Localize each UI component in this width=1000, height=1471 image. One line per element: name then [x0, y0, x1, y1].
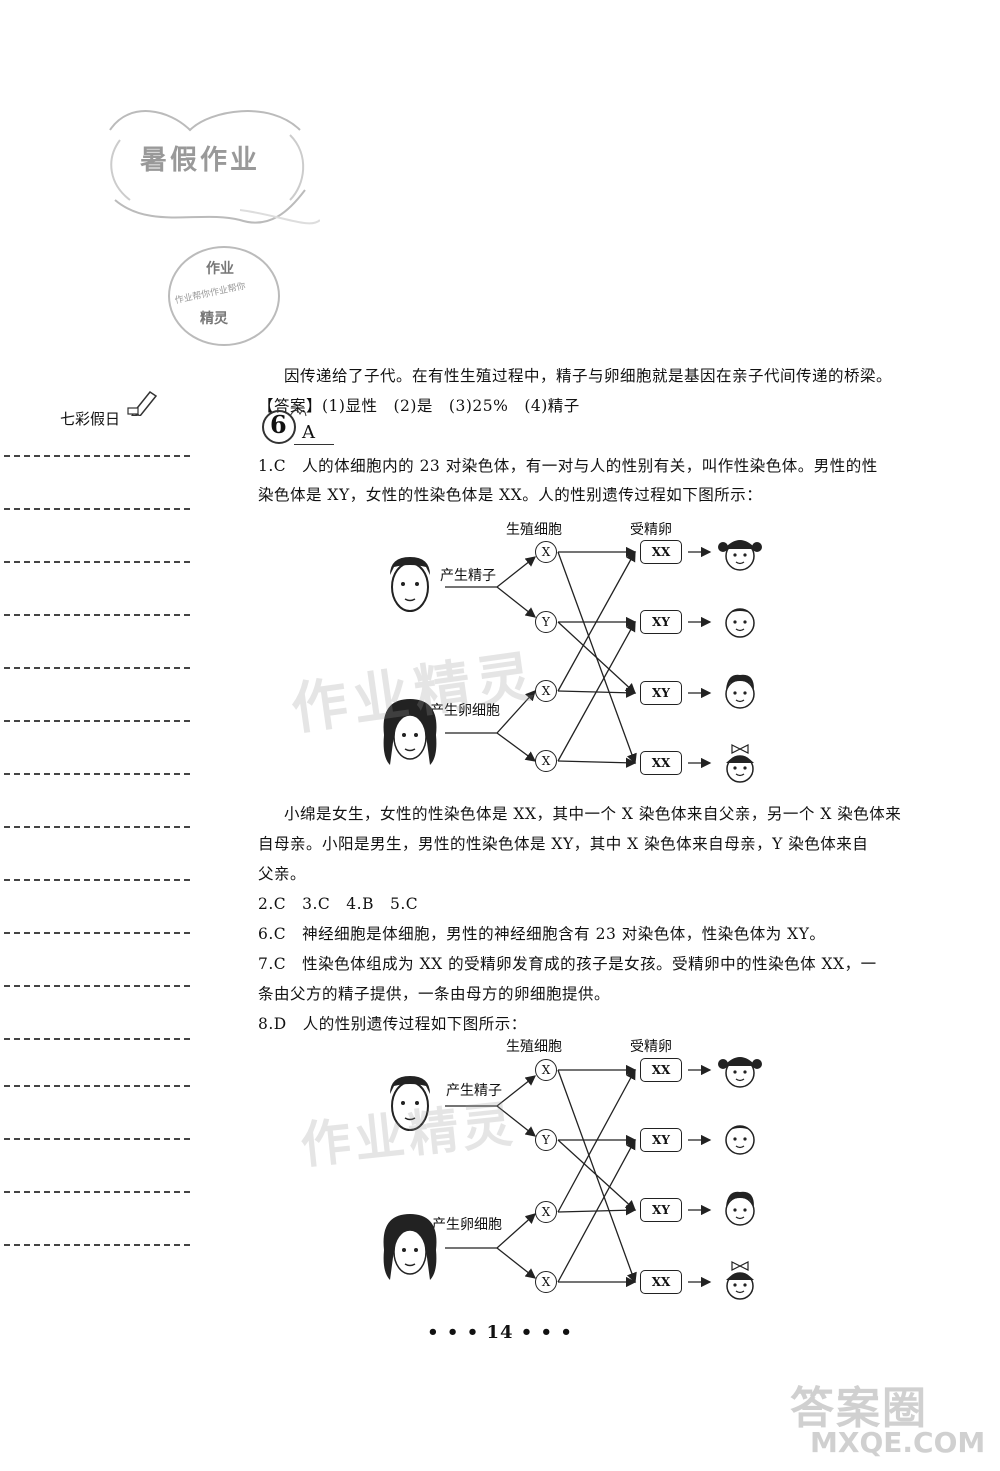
germ-cell-label: 生殖细胞 — [506, 1039, 562, 1055]
zygote-box: XX — [640, 540, 682, 564]
egg-cell-label: 产生卵细胞 — [430, 703, 500, 719]
boy-child-icon — [725, 1125, 755, 1155]
sprite-badge: 作业 作业帮你作业帮你 精灵 — [168, 246, 280, 346]
corner-watermark: 答案圈 — [790, 1383, 928, 1434]
answer-line: 【答案】(1)显性 (2)是 (3)25% (4)精子 — [258, 397, 580, 415]
answers-2-5: 2.C 3.C 4.B 5.C — [258, 895, 419, 913]
girl-child-bow-icon — [726, 1261, 754, 1300]
girl-child-icon — [718, 1057, 762, 1088]
q1-line1: 1.C 人的体细胞内的 23 对染色体，有一对与人的性别有关，叫作性染色体。男性… — [258, 457, 878, 475]
egg-cell-label: 产生卵细胞 — [432, 1217, 502, 1233]
badge-top-text: 作业 — [206, 261, 234, 277]
inheritance-diagram-2: 生殖细胞 受精卵 产生精子 产生卵细胞 X Y X X XX XY XY XX — [370, 1034, 790, 1304]
sperm-label: 产生精子 — [446, 1083, 502, 1099]
boy-child-icon — [725, 674, 755, 709]
gamete-circle: X — [535, 1059, 557, 1081]
inheritance-diagram-1: 生殖细胞 受精卵 产生精子 产生卵细胞 X Y X X XX XY XY XX — [370, 515, 790, 790]
fertilized-egg-label: 受精卵 — [630, 1039, 672, 1055]
answer-8: 8.D 人的性别遗传过程如下图所示： — [258, 1015, 527, 1033]
gamete-circle: X — [535, 750, 557, 772]
pencil-icon — [126, 386, 160, 420]
bow-ornament-icon — [289, 410, 307, 417]
gamete-circle: Y — [535, 611, 557, 633]
sperm-label: 产生精子 — [440, 568, 496, 584]
answer-7-line1: 7.C 性染色体组成为 XX 的受精卵发育成的孩子是女孩。受精卵中的性染色体 X… — [258, 955, 877, 973]
logo-title: 暑假作业 — [140, 145, 260, 176]
zygote-box: XY — [640, 1128, 682, 1152]
answer-7-line2: 条由父方的精子提供，一条由母方的卵细胞提供。 — [258, 985, 611, 1003]
zygote-box: XX — [640, 1270, 682, 1294]
gamete-circle: X — [535, 680, 557, 702]
father-face-icon — [390, 1076, 430, 1131]
explain-line2: 自母亲。小阳是男生，男性的性染色体是 XY，其中 X 染色体来自母亲，Y 染色体… — [258, 835, 869, 853]
summer-homework-logo: 暑假作业 — [90, 90, 321, 240]
continued-line: 因传递给了子代。在有性生殖过程中，精子与卵细胞就是基因在亲子代间传递的桥梁。 — [284, 367, 893, 385]
fertilized-egg-label: 受精卵 — [630, 522, 672, 538]
gamete-circle: X — [535, 1201, 557, 1223]
girl-child-icon — [718, 540, 762, 571]
section-number: 6 — [270, 410, 287, 439]
explain-line1: 小绵是女生，女性的性染色体是 XX，其中一个 X 染色体来自父亲，另一个 X 染… — [284, 805, 902, 823]
diagram2-arrows — [445, 1064, 712, 1288]
zygote-box: XY — [640, 681, 682, 705]
germ-cell-label: 生殖细胞 — [506, 522, 562, 538]
gamete-circle: X — [535, 1271, 557, 1293]
answer-6: 6.C 神经细胞是体细胞，男性的神经细胞含有 23 对染色体，性染色体为 XY。 — [258, 925, 826, 943]
section-letter: A — [302, 422, 315, 443]
zygote-box: XY — [640, 610, 682, 634]
q1-line2: 染色体是 XY，女性的性染色体是 XX。人的性别遗传过程如下图所示： — [258, 486, 763, 504]
zygote-box: XX — [640, 1058, 682, 1082]
section-badge: 6 A — [258, 406, 338, 446]
gamete-circle: Y — [535, 1129, 557, 1151]
girl-child-bow-icon — [726, 744, 754, 783]
side-label: 七彩假日 — [60, 410, 121, 428]
zygote-box: XY — [640, 1198, 682, 1222]
mother-face-icon — [383, 1214, 437, 1280]
diagram1-arrows — [445, 546, 712, 769]
father-face-icon — [390, 557, 430, 612]
badge-bottom-text: 精灵 — [200, 311, 228, 327]
zygote-box: XX — [640, 751, 682, 775]
explain-line3: 父亲。 — [258, 865, 307, 883]
mother-face-icon — [383, 699, 437, 765]
boy-child-icon — [725, 608, 755, 638]
gamete-circle: X — [535, 541, 557, 563]
page-number: • • • 14 • • • — [427, 1322, 573, 1343]
ornament-frame-icon — [109, 110, 321, 225]
corner-watermark-url: MXQE.COM — [810, 1426, 986, 1459]
boy-child-icon — [725, 1191, 755, 1226]
